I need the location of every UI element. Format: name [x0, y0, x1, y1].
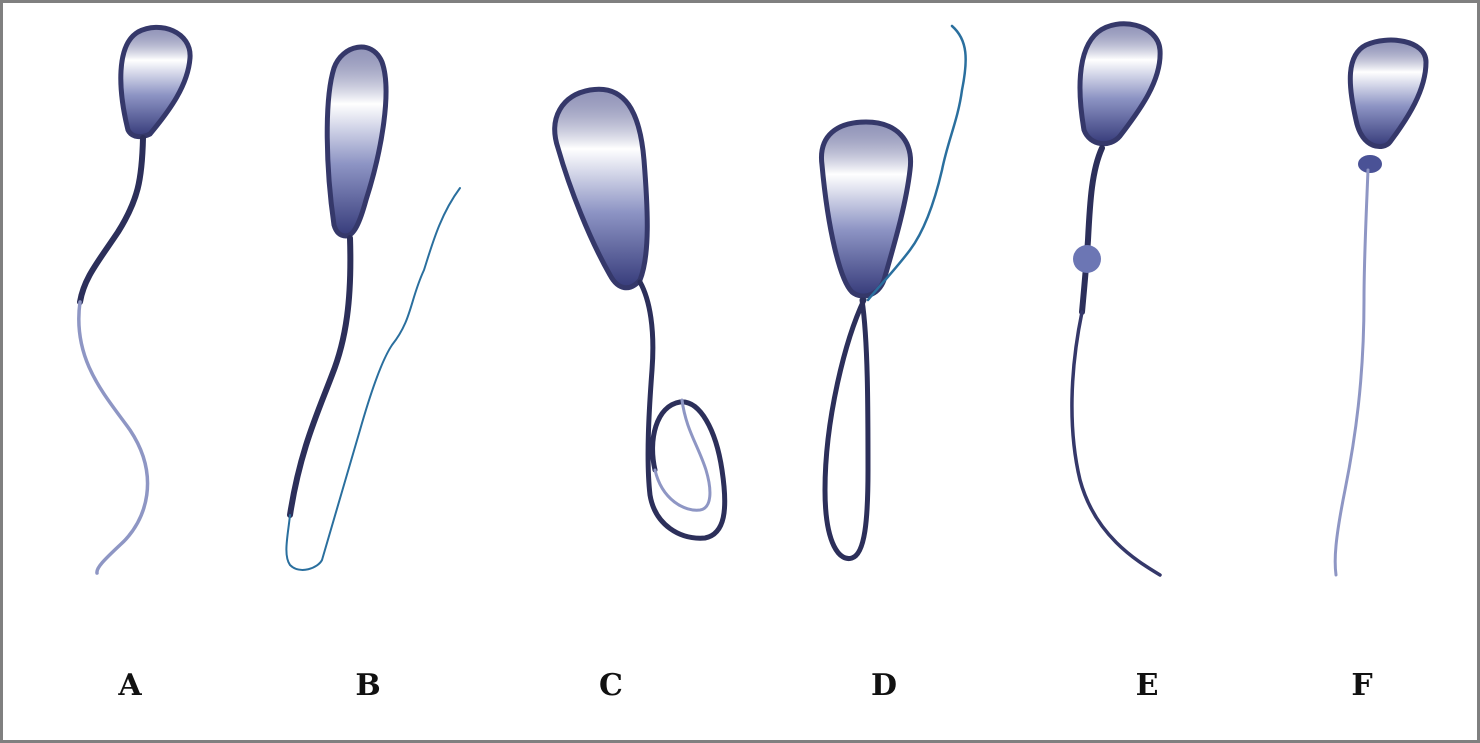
- panel-label-a: A: [117, 668, 142, 703]
- sperm-f: [1333, 37, 1429, 577]
- sperm-d: [819, 24, 967, 562]
- sperm-f-head: [1347, 37, 1429, 149]
- sperm-f-cytoplasmic-droplet: [1358, 155, 1382, 173]
- sperm-e-cytoplasmic-droplet: [1073, 245, 1101, 273]
- sperm-b-head: [324, 44, 389, 239]
- sperm-a-tail: [77, 300, 150, 575]
- panel-label-b: B: [355, 668, 380, 703]
- panel-label-d: D: [871, 668, 897, 703]
- sperm-b: [285, 44, 461, 571]
- sperm-d-head: [819, 119, 914, 299]
- sperm-a-head: [118, 24, 193, 140]
- sperm-d-loop: [822, 297, 871, 562]
- sperm-b-midpiece: [287, 235, 354, 518]
- sperm-a: [77, 24, 193, 575]
- sperm-c: [552, 86, 728, 541]
- sperm-e-midpiece: [1079, 145, 1105, 315]
- sperm-e-tail: [1070, 310, 1162, 577]
- panel-label-e: E: [1136, 668, 1159, 703]
- sperm-f-tail: [1333, 168, 1370, 577]
- sperm-a-midpiece: [77, 135, 146, 305]
- sperm-c-head: [552, 86, 650, 291]
- sperm-e-head: [1077, 21, 1163, 147]
- sperm-c-tail: [653, 398, 712, 512]
- sperm-d-tail: [866, 24, 967, 302]
- panel-label-c: C: [599, 668, 623, 703]
- sperm-b-tail: [285, 187, 461, 571]
- sperm-e: [1070, 21, 1163, 577]
- sperm-c-midpiece: [637, 279, 728, 541]
- panel-label-f: F: [1351, 668, 1372, 703]
